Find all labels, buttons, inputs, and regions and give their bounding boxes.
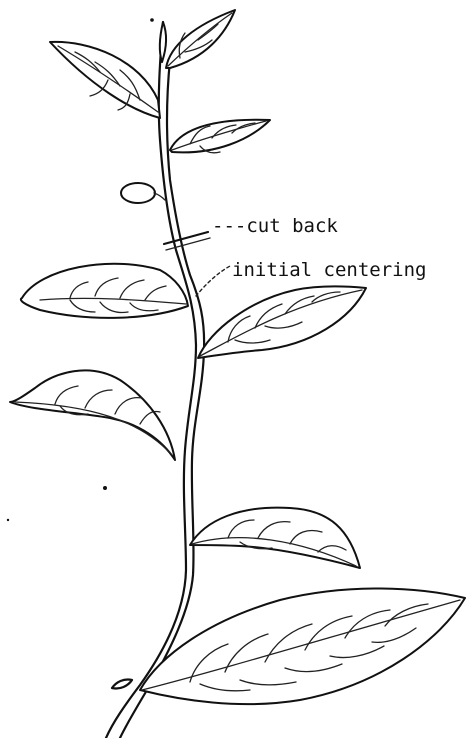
terminal-bud [160,22,166,62]
leaf-lower-right [190,508,360,568]
leaf-middle-left [21,264,188,318]
initial-centering-pointer [196,265,232,296]
stray-dot [150,18,154,22]
leaf-middle-right [198,286,366,358]
label-initial-centering: initial centering [232,259,426,281]
bud-petiole [154,193,165,200]
label-cut-back: ---cut back [212,215,338,237]
cut-back-mark [164,232,208,244]
stem-stub [112,679,132,688]
stray-dot [103,486,107,490]
small-leaf-bud [121,183,155,203]
leaf-lower-left [10,370,175,460]
leaf-top-left [50,42,160,118]
stray-dot [7,519,9,521]
